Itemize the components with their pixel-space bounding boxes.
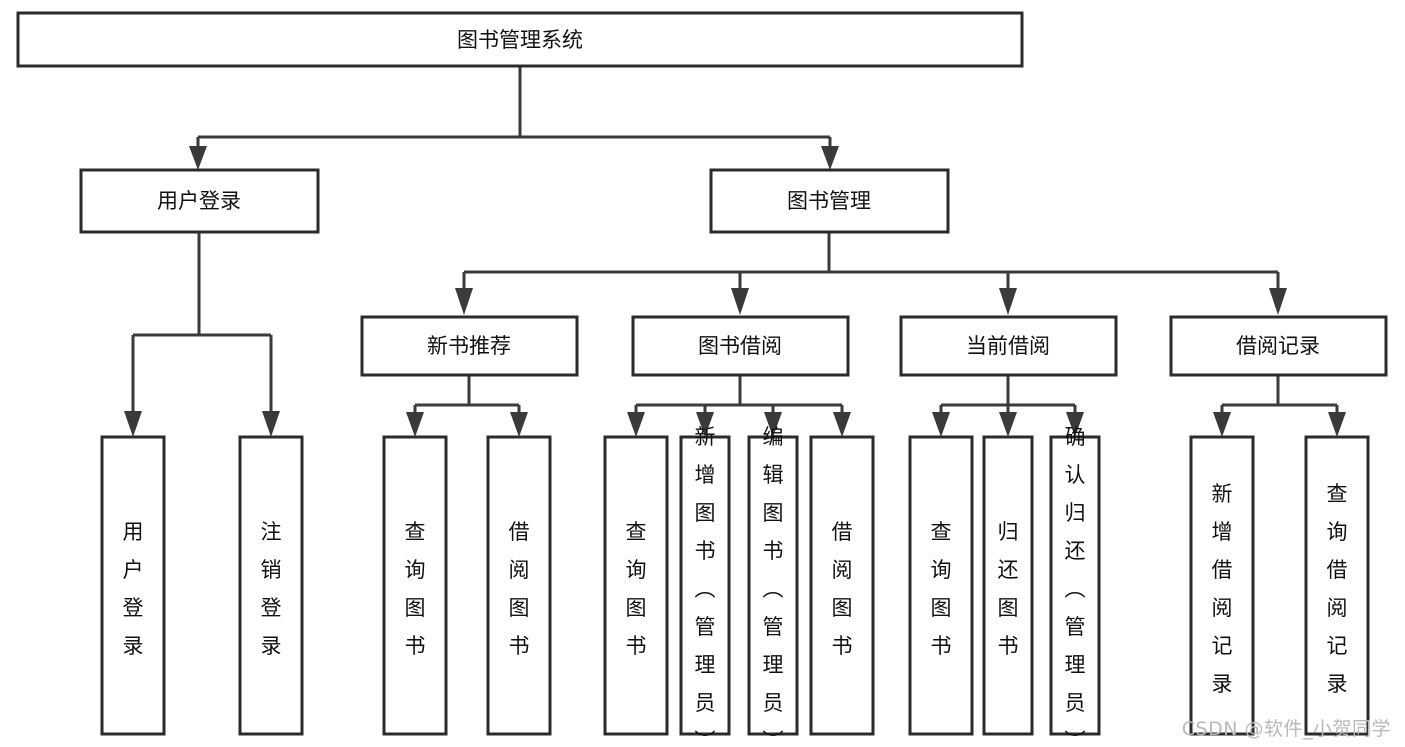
leaf-box[interactable] (1049, 435, 1101, 736)
node-new-book-rec-box[interactable] (360, 315, 579, 377)
leaf-box[interactable] (1304, 435, 1370, 736)
node-user-login[interactable]: 用户登录 (79, 168, 320, 234)
node-user-login-label: 用户登录 (157, 189, 241, 213)
leaf-label: 查询借阅记录 (1327, 482, 1348, 696)
arrow-icon-leaf-edit-book (764, 412, 782, 437)
node-new-book-rec[interactable]: 新书推荐 (360, 315, 579, 377)
leaf-box[interactable] (603, 435, 669, 736)
leaf-label: 查询图书 (405, 520, 426, 658)
arrow-icon-leaf-borrow-book-2 (833, 412, 851, 437)
leaf-box[interactable] (679, 435, 731, 736)
leaf-label: 确认归还︵管理员︶ (1065, 425, 1086, 747)
arrow-icon-leaf-query-book-3 (932, 412, 950, 437)
leaf-box[interactable] (809, 435, 875, 736)
arrow-icon-leaf-confirm-return (1066, 412, 1084, 437)
node-root-label: 图书管理系统 (457, 28, 583, 52)
arrow-icon-leaf-query-book-2 (627, 412, 645, 437)
node-root[interactable]: 图书管理系统 (16, 11, 1024, 68)
leaf-leaf-add-record[interactable]: 新增借阅记录 (1189, 435, 1255, 736)
leaf-leaf-logout[interactable]: 注销登录 (238, 435, 304, 736)
leaf-label: 查询图书 (626, 520, 647, 658)
arrow-icon-leaf-borrow-book-1 (510, 412, 528, 437)
leaf-leaf-confirm-return[interactable]: 确认归还︵管理员︶ (1049, 425, 1101, 747)
connector-layer (124, 66, 1346, 437)
arrow-icon-leaf-query-record (1328, 412, 1346, 437)
node-current-borrow[interactable]: 当前借阅 (899, 315, 1118, 377)
arrow-icon-leaf-add-book (696, 412, 714, 437)
node-book-manage-label: 图书管理 (787, 189, 871, 213)
leaf-label: 借阅图书 (832, 520, 853, 658)
leaf-leaf-query-book-2[interactable]: 查询图书 (603, 435, 669, 736)
arrow-icon-leaf-user-login (124, 411, 142, 437)
node-book-borrow-label: 图书借阅 (698, 334, 782, 358)
leaf-box[interactable] (486, 435, 552, 736)
node-current-borrow-box[interactable] (899, 315, 1118, 377)
node-borrow-record-label: 借阅记录 (1236, 334, 1320, 358)
leaf-label: 查询图书 (931, 520, 952, 658)
node-new-book-rec-label: 新书推荐 (427, 334, 511, 358)
leaf-box[interactable] (982, 435, 1034, 736)
leaf-leaf-query-book-1[interactable]: 查询图书 (382, 435, 448, 736)
arrow-icon-current-borrow (999, 288, 1017, 315)
leaf-node-layer: 用户登录 注销登录 查询图书 借阅图书 查询图书 新增图书︵管理员︶ 编辑图书︵管理员︶ 借阅… (100, 425, 1370, 747)
leaf-leaf-add-book[interactable]: 新增图书︵管理员︶ (679, 425, 731, 747)
leaf-label: 新增借阅记录 (1212, 482, 1233, 696)
node-book-borrow-box[interactable] (631, 315, 850, 377)
leaf-label: 注销登录 (261, 520, 282, 658)
leaf-leaf-edit-book[interactable]: 编辑图书︵管理员︶ (747, 425, 799, 747)
node-user-login-box[interactable] (79, 168, 320, 234)
leaf-leaf-borrow-book-1[interactable]: 借阅图书 (486, 435, 552, 736)
arrow-icon-book-manage (821, 146, 839, 170)
node-book-borrow[interactable]: 图书借阅 (631, 315, 850, 377)
arrow-icon-borrow-record (1269, 288, 1287, 315)
leaf-leaf-user-login[interactable]: 用户登录 (100, 435, 166, 736)
node-borrow-record-box[interactable] (1169, 315, 1388, 377)
leaf-label: 归还图书 (998, 520, 1019, 658)
leaf-box[interactable] (238, 435, 304, 736)
leaf-label: 编辑图书︵管理员︶ (763, 425, 784, 747)
leaf-leaf-return-book[interactable]: 归还图书 (982, 435, 1034, 736)
leaf-box[interactable] (908, 435, 974, 736)
leaf-box[interactable] (382, 435, 448, 736)
node-book-manage-box[interactable] (709, 168, 950, 234)
arrow-icon-leaf-return-book (999, 412, 1017, 437)
leaf-label: 新增图书︵管理员︶ (695, 425, 716, 747)
leaf-leaf-borrow-book-2[interactable]: 借阅图书 (809, 435, 875, 736)
arrow-icon-new-book-rec (455, 288, 473, 315)
leaf-box[interactable] (747, 435, 799, 736)
leaf-leaf-query-book-3[interactable]: 查询图书 (908, 435, 974, 736)
node-book-manage[interactable]: 图书管理 (709, 168, 950, 234)
arrow-icon-leaf-query-book-1 (406, 412, 424, 437)
arrow-icon-book-borrow (731, 288, 749, 315)
arrow-icon-user-login (189, 146, 207, 170)
node-current-borrow-label: 当前借阅 (966, 334, 1050, 358)
node-borrow-record[interactable]: 借阅记录 (1169, 315, 1388, 377)
leaf-box[interactable] (1189, 435, 1255, 736)
leaf-leaf-query-record[interactable]: 查询借阅记录 (1304, 435, 1370, 736)
leaf-label: 借阅图书 (509, 520, 530, 658)
leaf-label: 用户登录 (123, 520, 144, 658)
arrow-icon-leaf-logout (262, 411, 280, 437)
leaf-box[interactable] (100, 435, 166, 736)
node-root-box[interactable] (16, 11, 1024, 68)
arrow-icon-leaf-add-record (1213, 412, 1231, 437)
